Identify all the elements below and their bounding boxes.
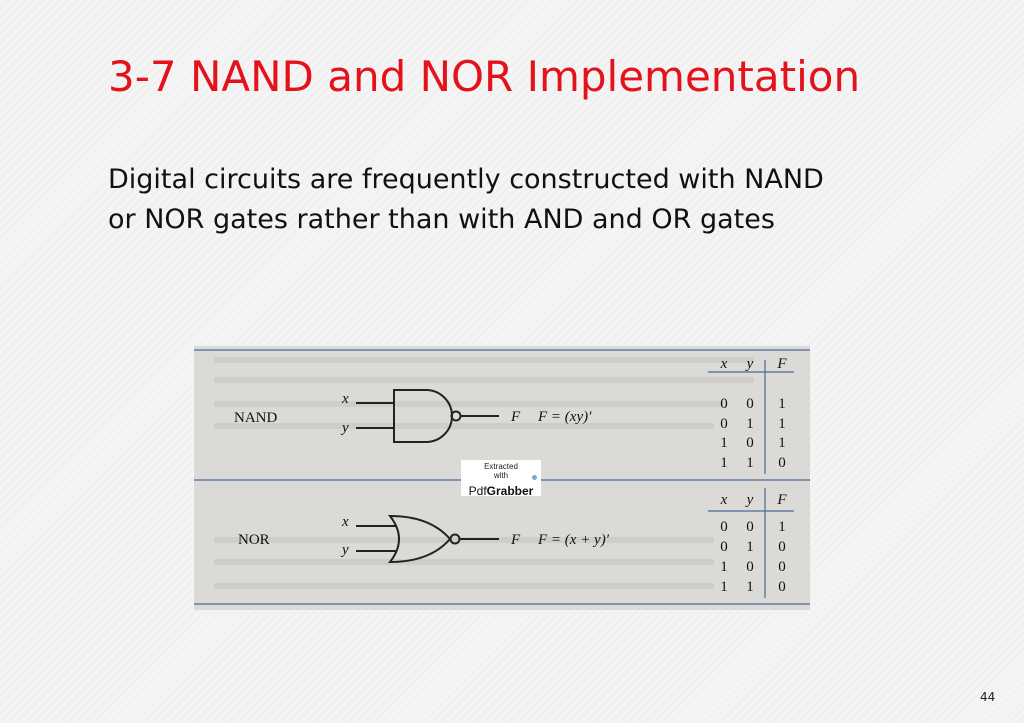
nor-table-cell: 0 — [746, 519, 754, 535]
nand-table-cell: 1 — [720, 435, 728, 451]
nor-input-y: y — [340, 542, 349, 558]
nor-table-cell: 0 — [778, 539, 786, 555]
nor-equation: F = (x + y)′ — [537, 532, 610, 548]
slide-title: 3-7 NAND and NOR Implementation — [108, 52, 861, 101]
nor-truth-table: x y F 0 0 1 0 1 0 1 0 0 1 1 0 — [720, 492, 788, 595]
watermark-brand-a: Pdf — [468, 484, 487, 498]
nand-output: F — [510, 409, 521, 425]
nor-table-cell: 0 — [746, 559, 754, 575]
nand-gate-symbol — [356, 389, 499, 443]
nand-table-cell: 1 — [746, 455, 754, 471]
nand-table-cell: 1 — [778, 396, 786, 412]
nor-label: NOR — [238, 532, 270, 548]
nand-table-cell: 1 — [778, 435, 786, 451]
watermark-line-2: with — [493, 471, 509, 480]
scan-background — [214, 357, 754, 589]
nand-table-header: y — [745, 356, 754, 372]
nand-table-cell: 0 — [746, 396, 754, 412]
nor-table-cell: 0 — [778, 559, 786, 575]
nor-table-cell: 1 — [746, 579, 754, 595]
nand-table-header: x — [720, 356, 728, 372]
watermark-brand: PdfGrabber — [469, 484, 534, 499]
nor-table-cell: 1 — [746, 539, 754, 555]
nor-gate-symbol — [356, 514, 499, 564]
nand-input-y: y — [340, 420, 349, 436]
nor-table-cell: 0 — [720, 519, 728, 535]
nand-table-cell: 0 — [778, 455, 786, 471]
nand-table-cell: 1 — [778, 416, 786, 432]
nor-input-x: x — [341, 514, 349, 530]
body-text: Digital circuits are frequently construc… — [108, 160, 824, 240]
watermark-brand-b: Grabber — [486, 484, 534, 498]
body-line-1: Digital circuits are frequently construc… — [108, 164, 824, 195]
nor-table-cell: 0 — [778, 579, 786, 595]
nor-table-cell: 1 — [778, 519, 786, 535]
body-line-2: or NOR gates rather than with AND and OR… — [108, 204, 775, 235]
nor-table-cell: 1 — [720, 559, 728, 575]
nor-table-header: F — [776, 492, 787, 508]
nand-label: NAND — [234, 410, 277, 426]
nand-equation: F = (xy)′ — [537, 409, 592, 425]
nand-table-cell: 0 — [720, 396, 728, 412]
nand-table-header: F — [776, 356, 787, 372]
nand-table-cell: 1 — [720, 455, 728, 471]
watermark-dot-icon — [532, 475, 537, 480]
nor-table-cell: 0 — [720, 539, 728, 555]
watermark-line-1: Extracted — [484, 462, 518, 471]
nor-table-header: x — [720, 492, 728, 508]
nand-input-x: x — [341, 391, 349, 407]
nand-table-cell: 0 — [720, 416, 728, 432]
nor-table-cell: 1 — [720, 579, 728, 595]
page-number: 44 — [980, 690, 996, 704]
nand-truth-table: x y F 0 0 1 0 1 1 1 0 1 1 1 0 — [720, 356, 788, 471]
pdfgrabber-watermark: Extracted with PdfGrabber — [461, 460, 541, 499]
nand-table-cell: 0 — [746, 435, 754, 451]
nor-output: F — [510, 532, 521, 548]
nor-table-header: y — [745, 492, 754, 508]
nand-table-cell: 1 — [746, 416, 754, 432]
